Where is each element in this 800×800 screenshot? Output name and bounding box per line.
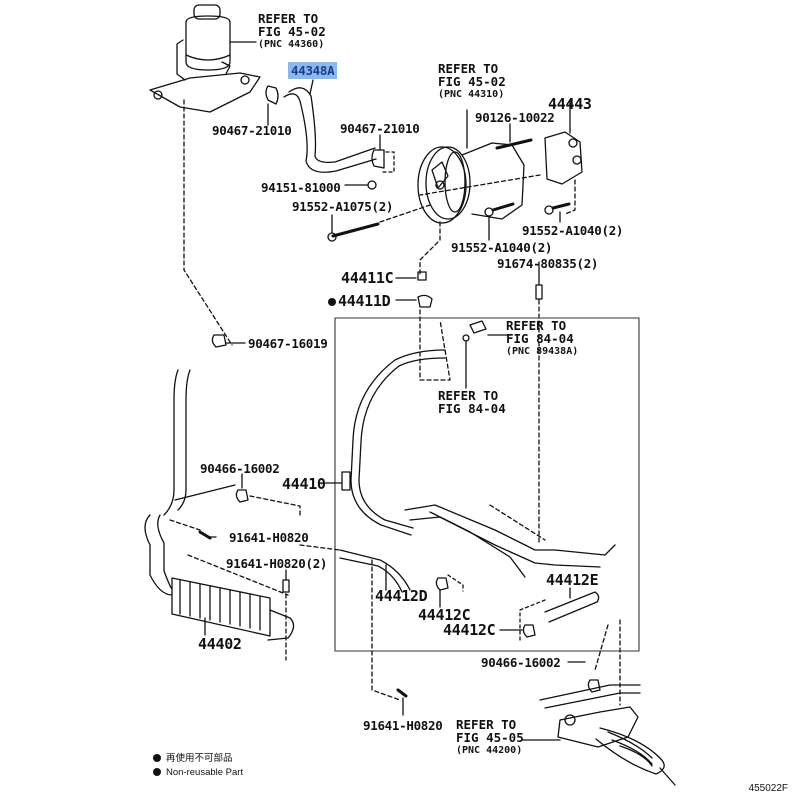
bullet-icon xyxy=(153,754,161,762)
legend: 再使用不可部品 Non-reusable Part xyxy=(153,752,243,780)
part-label-94151-81000[interactable]: 94151-81000 xyxy=(261,180,341,195)
reference-line: FIG 45-02 xyxy=(438,74,506,89)
part-label-44412c[interactable]: 44412C xyxy=(418,606,471,624)
reference-line: FIG 84-04 xyxy=(506,331,574,346)
reference-line: REFER TO xyxy=(456,717,517,732)
legend-row-en: Non-reusable Part xyxy=(153,766,243,780)
part-label-91641-h0820[interactable]: 91641-H0820 xyxy=(229,530,309,545)
reference-line: FIG 45-05 xyxy=(456,730,524,745)
highlighted-part-number: 44348A xyxy=(288,62,338,79)
part-label-90467-16019[interactable]: 90467-16019 xyxy=(248,336,328,351)
part-number: 44411D xyxy=(338,292,391,310)
reference-line: (PNC 89438A) xyxy=(506,346,579,357)
part-label-44402[interactable]: 44402 xyxy=(198,635,242,653)
legend-row-jp: 再使用不可部品 xyxy=(153,752,243,766)
reference-line: REFER TO xyxy=(438,61,499,76)
part-label-91552-a1040[interactable]: 91552-A1040(2) xyxy=(522,223,624,238)
part-label-91641-h0820-2[interactable]: 91641-H0820(2) xyxy=(226,556,328,571)
part-label-90467-21010[interactable]: 90467-21010 xyxy=(212,123,292,138)
part-label-90126-10022[interactable]: 90126-10022 xyxy=(475,110,555,125)
reference-line: REFER TO xyxy=(258,11,319,26)
reference-line: (PNC 44360) xyxy=(258,39,325,50)
reference-line: (PNC 44310) xyxy=(438,89,505,100)
part-label-91552-a1040[interactable]: 91552-A1040(2) xyxy=(451,240,553,255)
part-label-91641-h0820[interactable]: 91641-H0820 xyxy=(363,718,443,733)
steering-gear-icon xyxy=(521,684,676,786)
part-label-44348a[interactable]: 44348A xyxy=(288,62,338,79)
hose-44348a-icon xyxy=(283,79,377,173)
reference-line: (PNC 44200) xyxy=(456,745,523,756)
bracket-icon xyxy=(544,99,583,185)
non-reusable-bullet-icon xyxy=(328,298,336,306)
part-label-44443[interactable]: 44443 xyxy=(548,95,592,113)
reference-oring[interactable]: REFER TO FIG 84-04 xyxy=(438,389,506,415)
part-label-44411d[interactable]: 44411D xyxy=(328,292,391,310)
reference-line: REFER TO xyxy=(438,388,499,403)
part-label-90466-16002[interactable]: 90466-16002 xyxy=(200,461,280,476)
pump-icon xyxy=(417,109,525,224)
clamp-icon xyxy=(265,85,279,126)
reference-pump[interactable]: REFER TO FIG 45-02 (PNC 44310) xyxy=(438,62,506,101)
bullet-icon xyxy=(153,768,161,776)
part-label-91674-80835[interactable]: 91674-80835(2) xyxy=(497,256,599,271)
part-label-44411c[interactable]: 44411C xyxy=(341,269,394,287)
reference-line: REFER TO xyxy=(506,318,567,333)
oil-cooler-icon xyxy=(144,369,295,641)
legend-text: Non-reusable Part xyxy=(166,767,244,778)
reference-gear[interactable]: REFER TO FIG 45-05 (PNC 44200) xyxy=(456,718,524,757)
legend-text: 再使用不可部品 xyxy=(166,753,233,764)
reservoir-icon xyxy=(149,4,261,113)
part-label-91552-a1075[interactable]: 91552-A1075(2) xyxy=(292,199,394,214)
reference-reservoir[interactable]: REFER TO FIG 45-02 (PNC 44360) xyxy=(258,12,326,51)
figure-id: 455022F xyxy=(748,783,788,794)
reference-line: FIG 84-04 xyxy=(438,401,506,416)
pressure-hose-icon xyxy=(341,320,511,536)
reference-sensor[interactable]: REFER TO FIG 84-04 (PNC 89438A) xyxy=(506,319,578,358)
part-label-44410[interactable]: 44410 xyxy=(282,475,326,493)
part-label-90466-16002[interactable]: 90466-16002 xyxy=(481,655,561,670)
part-label-44412c[interactable]: 44412C xyxy=(443,621,496,639)
part-label-90467-21010[interactable]: 90467-21010 xyxy=(340,121,420,136)
part-label-44412d[interactable]: 44412D xyxy=(375,587,428,605)
part-label-44412e[interactable]: 44412E xyxy=(546,571,599,589)
reference-line: FIG 45-02 xyxy=(258,24,326,39)
